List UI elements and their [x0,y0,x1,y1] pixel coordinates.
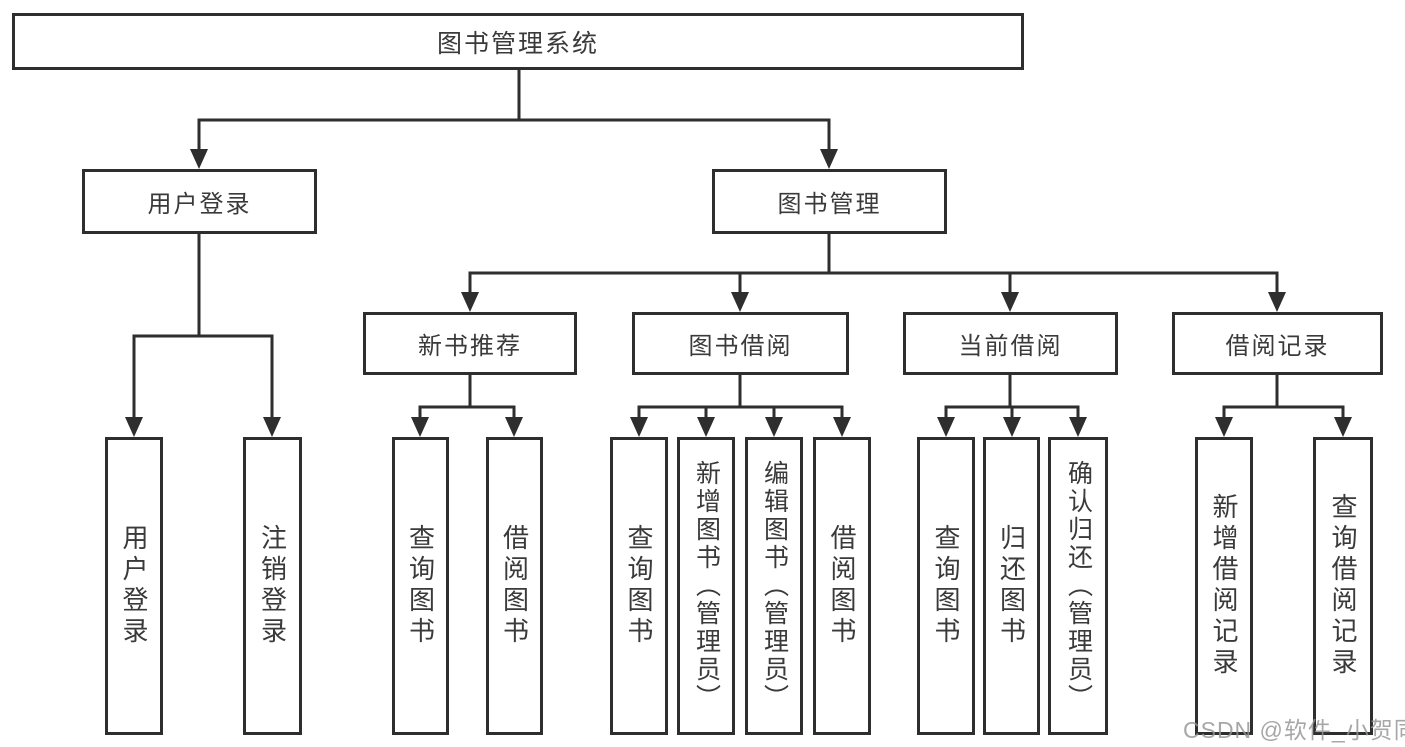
leaf-label: 查询图书 [624,524,654,648]
node-label: 图书管理 [777,191,882,218]
node-root-system: 图书管理系统 [12,13,1024,70]
leaf-label: 编辑图书（管理员） [760,460,789,712]
leaf-add-book-admin: 新增图书（管理员） [677,437,735,735]
node-user-login: 用户登录 [82,169,317,234]
leaf-borrow-book: 借阅图书 [486,437,543,735]
node-label: 借阅记录 [1225,333,1330,360]
leaf-label: 查询图书 [405,524,436,648]
leaf-query-borrow-record: 查询借阅记录 [1313,437,1373,735]
node-book-borrow: 图书借阅 [632,312,849,375]
node-book-management: 图书管理 [712,169,947,234]
leaf-logout: 注销登录 [243,437,302,735]
leaf-label: 查询借阅记录 [1328,493,1358,679]
leaf-query-book: 查询图书 [610,437,668,735]
leaf-user-login: 用户登录 [105,437,163,735]
leaf-label: 新增借阅记录 [1209,493,1239,679]
node-new-book-recommend: 新书推荐 [363,312,577,375]
leaf-query-book: 查询图书 [917,437,975,735]
arrowheads [125,149,1352,437]
leaf-return-book: 归还图书 [983,437,1040,735]
leaf-label: 归还图书 [996,524,1027,648]
leaf-edit-book-admin: 编辑图书（管理员） [745,437,803,735]
leaf-borrow-book: 借阅图书 [813,437,871,735]
node-label: 图书借阅 [688,333,793,360]
connector-edges [132,70,1345,421]
leaf-label: 借阅图书 [499,524,530,648]
leaf-label: 确认归还（管理员） [1064,460,1093,712]
node-label: 用户登录 [147,191,252,218]
leaf-confirm-return-admin: 确认归还（管理员） [1048,437,1108,735]
leaf-label: 借阅图书 [827,524,857,648]
leaf-label: 新增图书（管理员） [692,460,721,712]
leaf-label: 用户登录 [119,524,149,648]
leaf-label: 查询图书 [931,524,961,648]
leaf-add-borrow-record: 新增借阅记录 [1195,437,1253,735]
node-root-label: 图书管理系统 [436,29,599,58]
csdn-watermark: CSDN @软件_小贺同学 [1183,717,1405,743]
node-label: 新书推荐 [418,333,522,360]
leaf-label: 注销登录 [257,524,288,648]
node-label: 当前借阅 [958,333,1063,360]
node-current-borrow: 当前借阅 [903,312,1118,375]
node-borrow-record: 借阅记录 [1172,312,1383,375]
leaf-query-book: 查询图书 [392,437,449,735]
